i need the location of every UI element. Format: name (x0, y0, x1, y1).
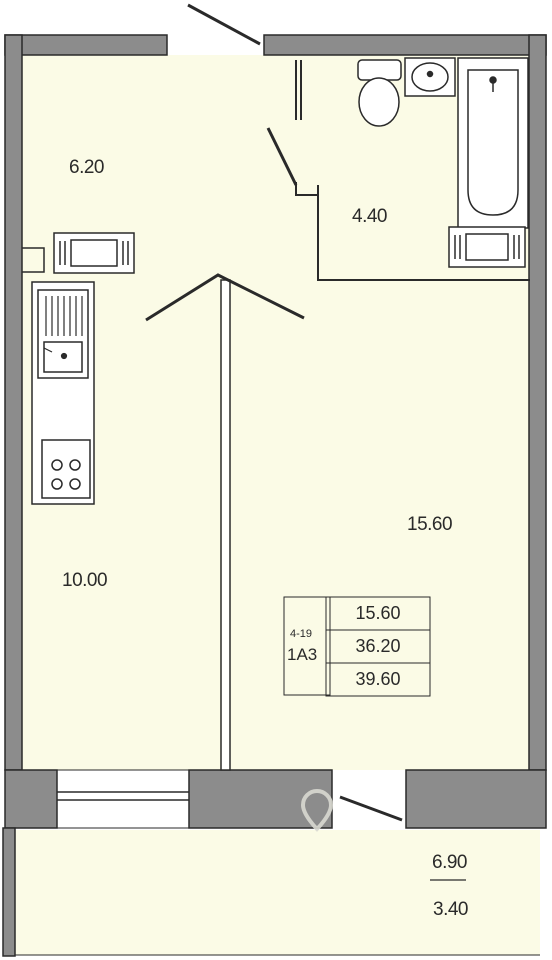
apartment-summary-card (283, 596, 431, 697)
balcony-area-full: 6.90 (432, 852, 467, 873)
balcony-wall-left (2, 827, 16, 957)
apartment-floor (22, 55, 531, 770)
location-pin-icon (300, 789, 334, 832)
kitchen-counter (31, 281, 95, 505)
living-area-label: 15.60 (407, 514, 453, 535)
hall-area-label: 6.20 (69, 157, 104, 178)
bathroom-radiator-icon (448, 226, 526, 268)
kitchen-radiator-icon (53, 232, 135, 274)
washbasin-icon (404, 57, 456, 97)
bathroom-partition (295, 60, 530, 281)
toilet-icon (357, 59, 402, 127)
kitchen-area-label: 10.00 (62, 570, 108, 591)
card-code: 1А3 (287, 645, 318, 664)
balcony-floor (15, 830, 540, 955)
card-total-with-balcony: 39.60 (355, 669, 401, 689)
kitchen-window (56, 769, 190, 829)
wall-top-right (263, 34, 547, 56)
stove-icon (51, 459, 81, 490)
wall-bottom-right (405, 769, 547, 829)
card-living-area: 15.60 (355, 603, 401, 623)
entrance-door (187, 3, 261, 46)
wall-bottom-left (4, 769, 58, 829)
balcony-area-reduced: 3.40 (433, 899, 468, 920)
living-room-door (145, 273, 305, 322)
balcony-door (339, 795, 403, 822)
living-room-partition (220, 279, 231, 771)
wall-right (528, 34, 547, 771)
wall-top-left (4, 34, 168, 56)
sink-drainer-icon (43, 296, 83, 360)
card-total-area: 36.20 (355, 636, 401, 656)
bathroom-door (266, 127, 298, 186)
wall-left (4, 34, 23, 771)
bathtub-icon (457, 57, 529, 229)
card-section: 4-19 (290, 628, 313, 640)
bathroom-area-label: 4.40 (352, 206, 387, 227)
